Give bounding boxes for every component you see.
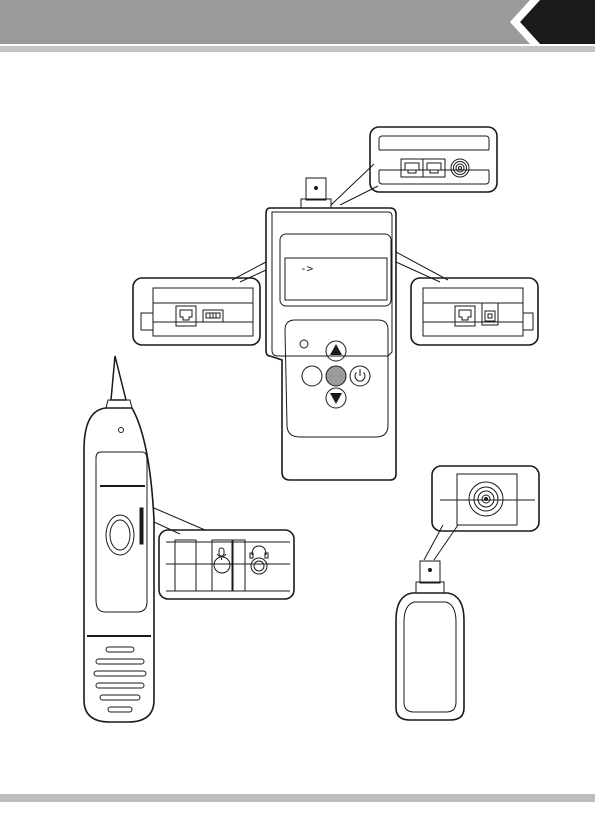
bnc-connector-icon [416,561,444,593]
callout-probe-jacks [159,530,294,599]
callout-remote-bnc [424,466,539,560]
headphone-jack [251,558,267,574]
bnc-connector-icon [469,482,503,516]
speaker-grille [94,647,146,712]
left-button[interactable] [302,366,322,386]
status-led [300,340,308,348]
rj45-port-icon [455,306,475,326]
center-button[interactable] [326,366,346,386]
power-button[interactable] [350,366,370,386]
main-tester-unit: -> [232,178,448,480]
rj45-port-icon [176,306,196,326]
callout-top-ports [331,127,497,205]
display-text: -> [300,262,314,275]
down-arrow-button[interactable] [326,388,346,408]
up-arrow-button[interactable] [326,341,346,361]
remote-terminator [396,561,464,720]
callout-right-ports [411,278,538,345]
callout-left-ports [133,278,260,345]
footer-band [0,794,595,802]
bnc-connector-icon [301,178,331,208]
power-icon [355,369,365,381]
headphone-icon [250,546,268,558]
usb-port-icon [203,310,223,322]
tone-probe [84,356,205,722]
